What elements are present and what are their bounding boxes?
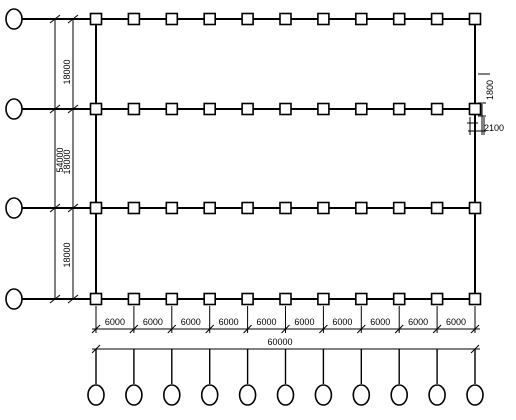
- bottom-span-label-2: 6000: [143, 317, 163, 327]
- bottom-axis-bubble-3: [163, 384, 181, 406]
- bottom-axis-bubble-11: [466, 384, 484, 406]
- left-tick-inner-3: [67, 203, 79, 213]
- left-tick-inner-4: [67, 294, 79, 304]
- column-r1-c11: [468, 12, 482, 26]
- horizontal-beams: [22, 18, 475, 300]
- bottom-total-dimension: 60000: [267, 337, 292, 347]
- column-r1-c6: [279, 12, 292, 26]
- bottom-span-label-4: 6000: [219, 317, 239, 327]
- column-r1-c1: [89, 12, 103, 26]
- column-r1-c4: [203, 12, 216, 26]
- column-r1-c2: [127, 12, 141, 26]
- left-tick-outer-2: [49, 104, 61, 114]
- column-r2-c8: [354, 102, 368, 116]
- column-detail-width: 2100: [484, 123, 504, 133]
- column-r3-c7: [317, 201, 330, 215]
- left-span-dimension-2: 18000: [62, 149, 72, 174]
- left-axis-bubble-2: [5, 98, 23, 120]
- column-r4-c5: [241, 292, 254, 306]
- column-r3-c1: [89, 201, 103, 215]
- left-dimension-lines: [54, 19, 74, 299]
- bottom-dimension-ticks: [91, 306, 480, 354]
- bottom-tick-total-1: [91, 344, 101, 354]
- bottom-axis-bubble-10: [428, 384, 446, 406]
- column-r4-c3: [165, 292, 179, 306]
- column-r3-c11: [468, 201, 482, 215]
- column-r1-c7: [317, 12, 330, 26]
- bottom-axis-bubble-7: [314, 384, 333, 406]
- column-detail-lines: [467, 73, 490, 135]
- bottom-span-label-3: 6000: [181, 317, 201, 327]
- left-tick-outer-1: [49, 14, 61, 24]
- bottom-span-label-1: 6000: [105, 317, 125, 327]
- column-r2-c3: [165, 102, 179, 116]
- column-r4-c9: [392, 292, 406, 306]
- bottom-span-label-8: 6000: [370, 317, 390, 327]
- column-r4-c2: [127, 292, 141, 306]
- column-r2-c9: [392, 102, 406, 116]
- column-r3-c3: [165, 201, 179, 215]
- bottom-span-label-6: 6000: [294, 317, 314, 327]
- column-r3-c9: [392, 201, 406, 215]
- left-total-dimension: 54000: [55, 147, 65, 172]
- column-r2-c10: [430, 102, 444, 116]
- column-r4-c8: [354, 292, 368, 306]
- column-r1-c10: [430, 12, 444, 26]
- bottom-axis-bubble-5: [238, 384, 257, 406]
- column-r2-c1: [89, 102, 103, 116]
- bottom-axis-bubble-1: [87, 384, 105, 406]
- left-span-dimension-3: 18000: [62, 242, 72, 267]
- bottom-span-label-5: 6000: [257, 317, 277, 327]
- column-r2-c2: [127, 102, 141, 116]
- bottom-axis-bubble-4: [200, 384, 219, 406]
- left-tick-outer-3: [49, 203, 61, 213]
- column-r2-c5: [241, 102, 254, 116]
- left-axis-bubble-4: [5, 288, 23, 310]
- column-r4-c10: [430, 292, 444, 306]
- left-tick-inner-2: [67, 104, 79, 114]
- bottom-span-label-10: 6000: [446, 317, 466, 327]
- column-r3-c5: [241, 201, 254, 215]
- column-detail-height: 1800: [485, 80, 495, 100]
- column-r1-c3: [165, 12, 179, 26]
- bottom-axis-bubble-6: [276, 384, 295, 406]
- bottom-axis-bubble-2: [125, 384, 143, 406]
- left-dimension-ticks: [49, 14, 79, 304]
- bottom-axis-bubble-8: [352, 384, 371, 406]
- left-tick-outer-4: [49, 294, 61, 304]
- bottom-dimension-labels: 6000 6000 6000 6000 6000 6000 6000 6000 6000 6000: [105, 317, 466, 327]
- left-axis-bubble-3: [5, 197, 23, 219]
- bottom-axis-bubble-9: [390, 384, 409, 406]
- left-tick-inner-1: [67, 14, 79, 24]
- column-r4-c11: [468, 292, 482, 306]
- bottom-axis-bubbles: [87, 349, 484, 406]
- column-r4-c7: [317, 292, 330, 306]
- column-r3-c6: [279, 201, 292, 215]
- column-r4-c6: [279, 292, 292, 306]
- column-r3-c2: [127, 201, 141, 215]
- column-r1-c8: [354, 12, 368, 26]
- left-axis-bubble-1: [5, 8, 23, 30]
- column-r1-c9: [392, 12, 406, 26]
- frame-lines: [95, 19, 476, 299]
- column-r2-c11: [468, 102, 482, 116]
- column-squares: [89, 12, 482, 306]
- bottom-tick-total-2: [470, 344, 480, 354]
- bottom-span-label-9: 6000: [408, 317, 428, 327]
- column-r4-c1: [89, 292, 103, 306]
- left-axis-bubbles: [5, 8, 23, 310]
- bottom-span-label-7: 6000: [332, 317, 352, 327]
- column-r2-c6: [279, 102, 292, 116]
- column-r1-c5: [241, 12, 254, 26]
- column-r4-c4: [203, 292, 216, 306]
- column-r2-c7: [317, 102, 330, 116]
- column-r2-c4: [203, 102, 216, 116]
- column-r3-c10: [430, 201, 444, 215]
- left-span-dimension-1: 18000: [62, 59, 72, 84]
- column-r3-c8: [354, 201, 368, 215]
- column-r3-c4: [203, 201, 216, 215]
